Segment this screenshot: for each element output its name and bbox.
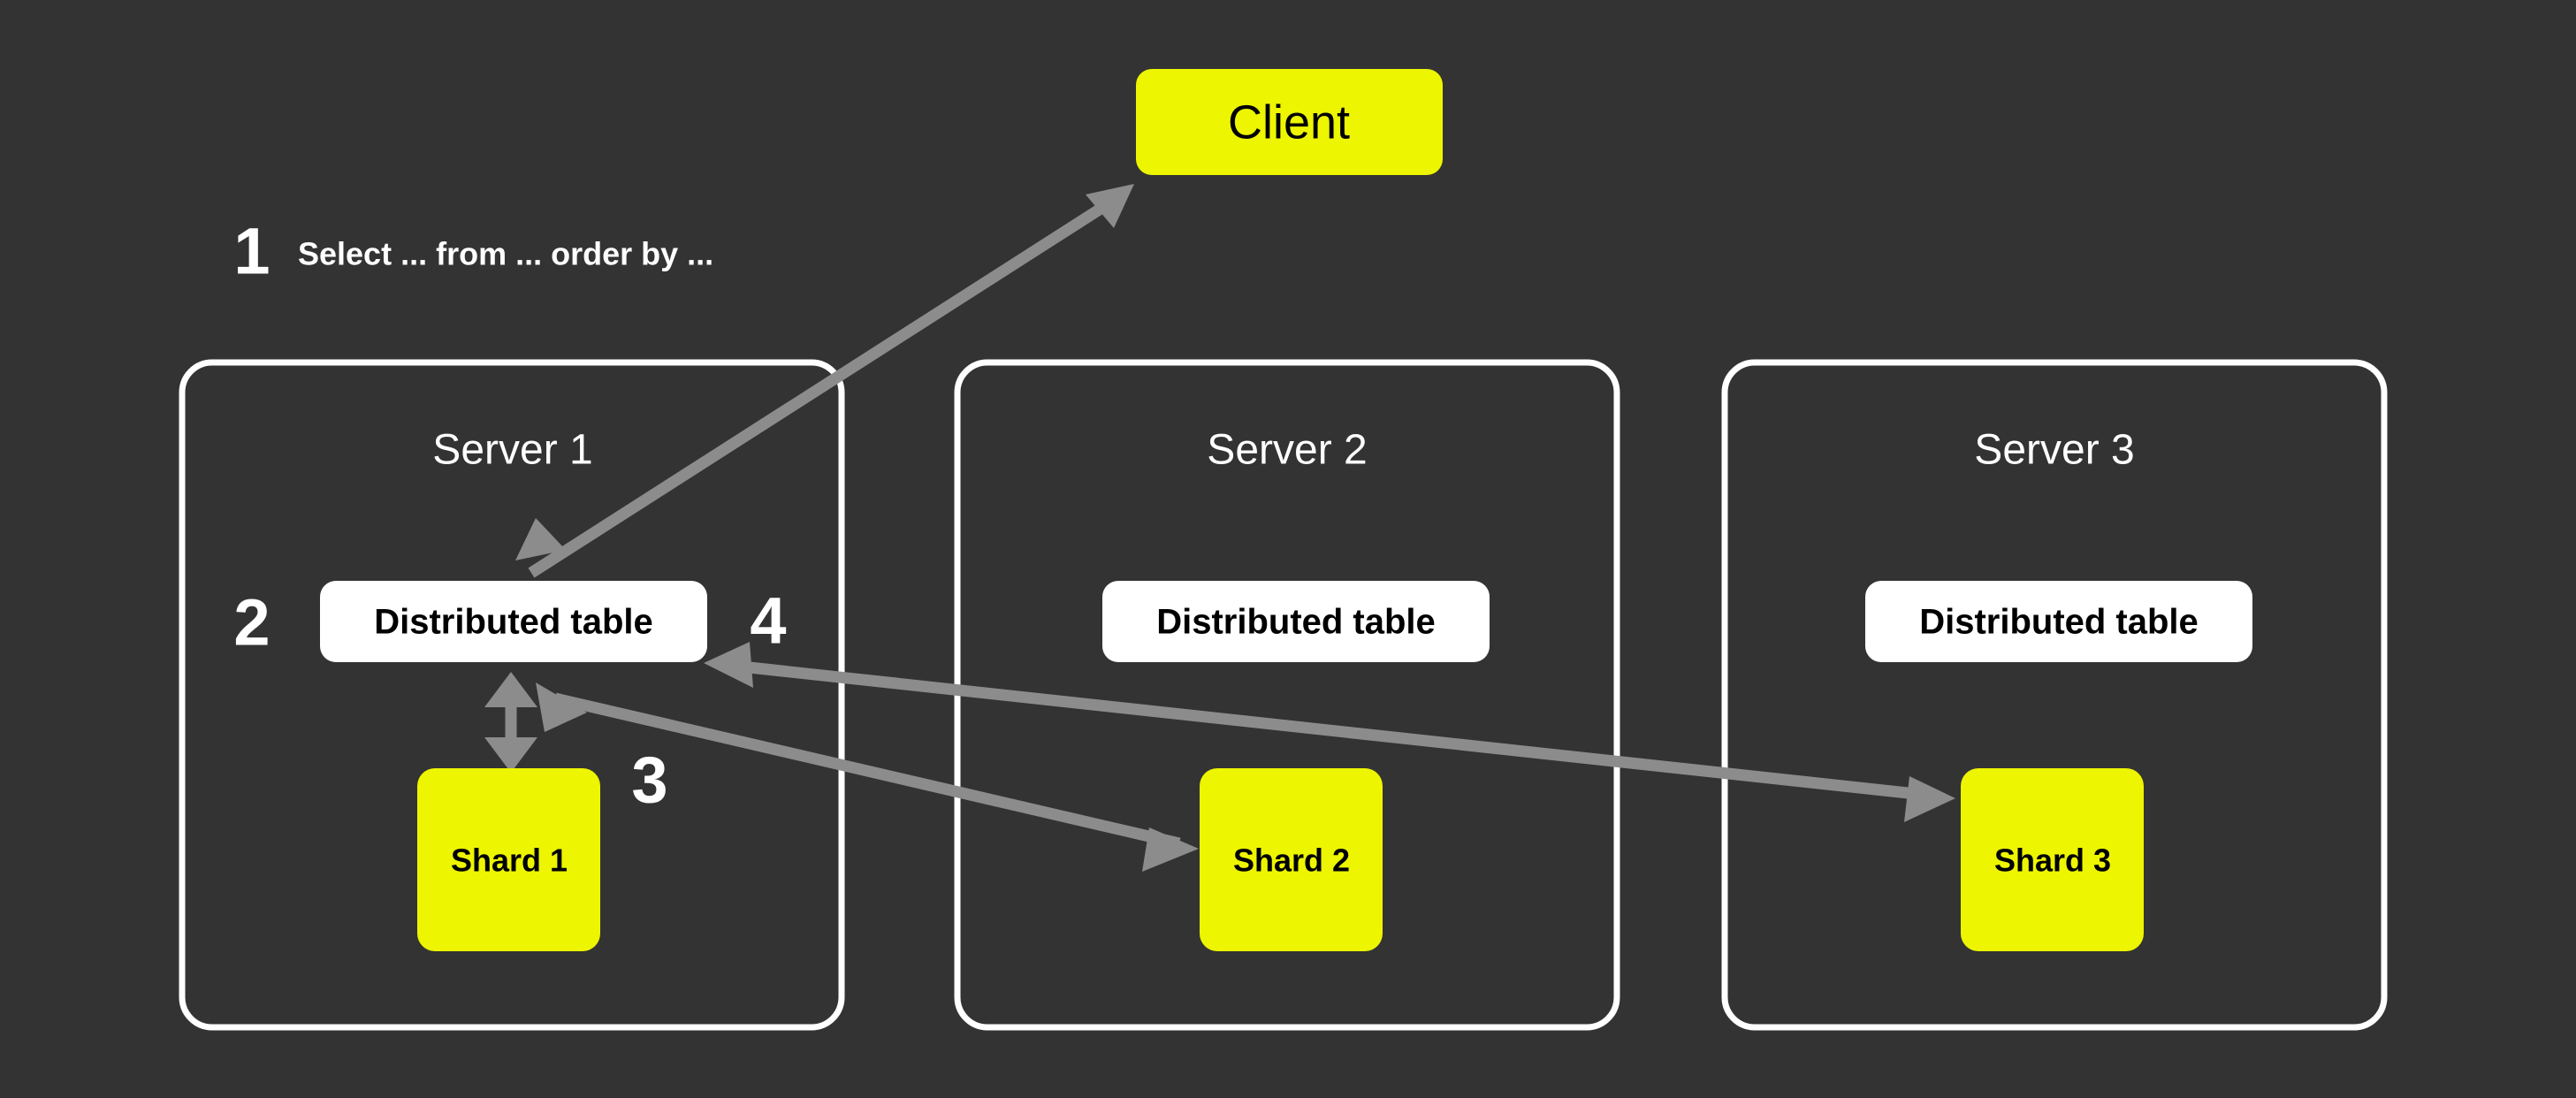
shard-3-box[interactable] (1961, 768, 2144, 951)
arrowhead-down-shard1 (484, 737, 537, 773)
step-4-number: 4 (750, 584, 786, 658)
shard-3-label: Shard 3 (1994, 843, 2111, 879)
client-box[interactable] (1136, 69, 1443, 175)
server-panel-1: Server 1 (179, 359, 845, 1031)
step-1-annotation: 1 Select ... from ... order by ... (233, 215, 713, 288)
step-3-number: 3 (631, 743, 667, 817)
arrowhead-to-client (1086, 184, 1134, 228)
server-panel-3-border (1721, 359, 2388, 1031)
shard-3-node[interactable]: Shard 3 (1961, 768, 2144, 951)
arrow-dist1-to-shard3 (704, 642, 1955, 822)
distributed-table-1[interactable]: Distributed table (320, 581, 707, 662)
shard-1-label: Shard 1 (451, 843, 568, 879)
arrowhead-up-dist1 (484, 672, 537, 707)
arrowhead-to-dist1 (515, 518, 566, 560)
server-panel-1-border (179, 359, 845, 1031)
step-1-number: 1 (233, 215, 270, 288)
server-panel-2-title: Server 2 (1207, 427, 1367, 474)
distributed-table-2-label: Distributed table (1156, 603, 1436, 642)
client-node[interactable]: Client (1136, 69, 1443, 175)
distributed-table-1-box[interactable] (320, 581, 707, 662)
server-panel-1-title: Server 1 (432, 427, 592, 474)
distributed-table-3-label: Distributed table (1919, 603, 2199, 642)
arrowhead-to-shard3 (1904, 776, 1955, 822)
distributed-table-3[interactable]: Distributed table (1865, 581, 2252, 662)
shard-2-box[interactable] (1200, 768, 1383, 951)
arrowhead-to-shard2 (1142, 827, 1199, 872)
shard-2-node[interactable]: Shard 2 (1200, 768, 1383, 951)
server-panel-3-title: Server 3 (1974, 427, 2134, 474)
shard-1-node[interactable]: Shard 1 (417, 768, 600, 951)
arrow-dist1-to-shard1 (484, 672, 537, 773)
arrowhead-back-to-dist1-a (536, 682, 587, 732)
shard-1-box[interactable] (417, 768, 600, 951)
distributed-table-2-box[interactable] (1102, 581, 1490, 662)
arrow-client-to-dist1 (515, 184, 1134, 578)
arrow-dist1-to-shard2 (536, 682, 1199, 872)
step-1-caption: Select ... from ... order by ... (298, 236, 713, 272)
distributed-table-3-box[interactable] (1865, 581, 2252, 662)
client-label: Client (1228, 95, 1350, 149)
distributed-table-1-label: Distributed table (374, 603, 653, 642)
step-2-number: 2 (233, 586, 270, 660)
arrowhead-back-to-dist1-b (704, 642, 753, 688)
shard-2-label: Shard 2 (1233, 843, 1350, 879)
distributed-table-2[interactable]: Distributed table (1102, 581, 1490, 662)
server-panel-3: Server 3 (1721, 359, 2388, 1031)
